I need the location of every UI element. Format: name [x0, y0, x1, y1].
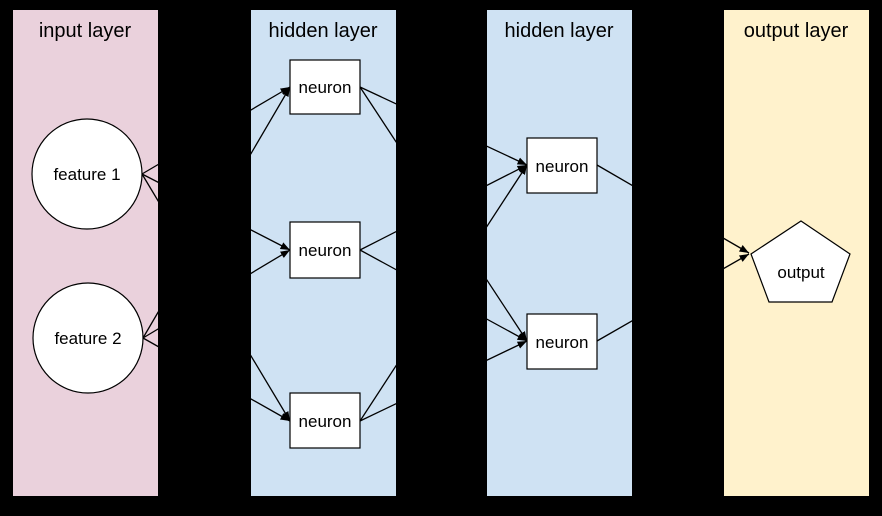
- node-label-h2-neuron-2: neuron: [536, 333, 589, 352]
- node-feature-2: [32, 282, 144, 394]
- edge-h1-neuron3-to-h2-neuron1: [359, 164, 528, 422]
- layer-title-hidden-2: hidden layer: [505, 20, 614, 42]
- node-h1-neuron-3: [289, 392, 361, 449]
- edge-feature2-to-h1-neuron3: [142, 337, 291, 422]
- edge-h1-neuron2-to-h2-neuron2: [359, 249, 528, 342]
- node-h1-neuron-1: [289, 59, 361, 115]
- node-label-h1-neuron-3: neuron: [299, 412, 352, 431]
- edge-feature2-to-h1-neuron2: [142, 249, 291, 339]
- layer-title-output: output layer: [744, 20, 849, 42]
- edge-h2-neuron2-to-output: [596, 253, 750, 342]
- layer-panel-input: [13, 10, 158, 496]
- node-h2-neuron-1: [526, 137, 598, 194]
- edge-feature1-to-h1-neuron3: [141, 173, 291, 422]
- node-label-feature-1: feature 1: [53, 165, 120, 184]
- node-label-h1-neuron-2: neuron: [299, 241, 352, 260]
- layer-title-hidden-1: hidden layer: [269, 20, 378, 42]
- edge-h1-neuron3-to-h2-neuron2: [359, 340, 528, 422]
- node-label-feature-2: feature 2: [54, 329, 121, 348]
- layer-panel-hidden-2: [487, 10, 632, 496]
- edge-feature1-to-h1-neuron2: [141, 173, 291, 251]
- node-h2-neuron-2: [526, 313, 598, 370]
- edge-h1-neuron1-to-h2-neuron1: [359, 86, 528, 166]
- node-label-h1-neuron-1: neuron: [299, 78, 352, 97]
- node-feature-1: [31, 118, 143, 230]
- layer-title-input: input layer: [39, 20, 132, 42]
- edge-feature2-to-h1-neuron1: [142, 86, 291, 339]
- node-label-h2-neuron-1: neuron: [536, 157, 589, 176]
- node-h1-neuron-2: [289, 221, 361, 279]
- edge-h2-neuron1-to-output: [596, 164, 750, 254]
- node-output-pentagon: [750, 220, 851, 303]
- node-label-output: output: [777, 263, 825, 282]
- edge-feature1-to-h1-neuron1: [141, 86, 291, 175]
- edge-h1-neuron2-to-h2-neuron1: [359, 164, 528, 251]
- edge-h1-neuron1-to-h2-neuron2: [359, 86, 528, 342]
